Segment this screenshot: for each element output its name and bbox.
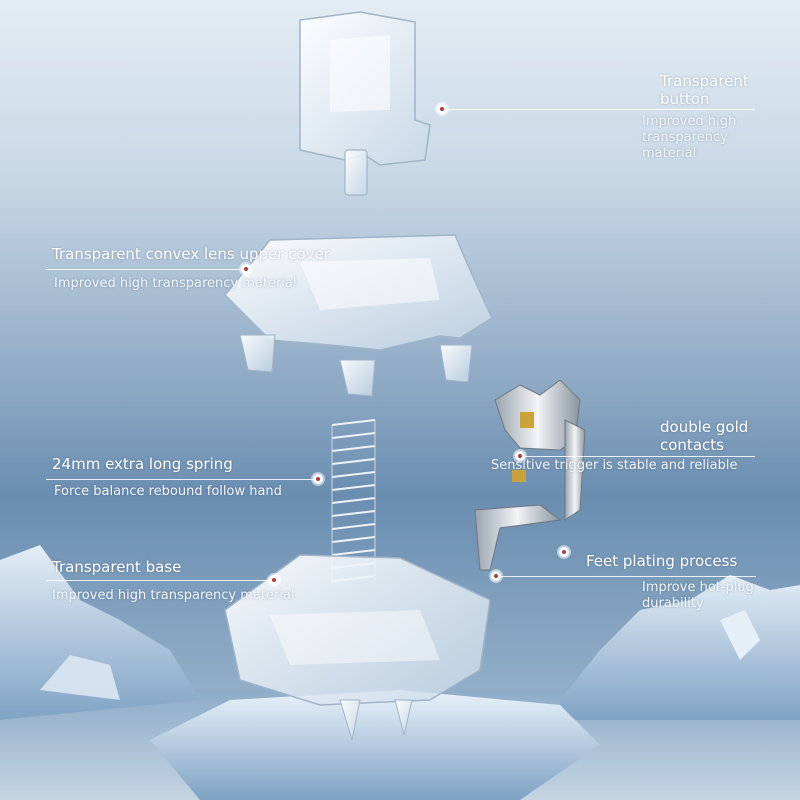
- leader-line-button: [442, 109, 755, 110]
- callout-feet-title: Feet plating process: [586, 552, 738, 570]
- callout-feet-sub-1: Improve hot-plug: [642, 580, 754, 595]
- callout-upper-cover-sub: Improved high transparency material: [54, 276, 297, 291]
- callout-spring-sub: Force balance rebound follow hand: [54, 484, 282, 499]
- leader-line-contacts: [520, 456, 755, 457]
- callout-contacts-sub: Sensitive trigger is stable and reliable: [491, 458, 738, 473]
- leader-line-upper-cover: [46, 269, 246, 270]
- marker-upper-cover: [241, 264, 251, 274]
- callout-contacts-title-1: double gold: [660, 418, 749, 436]
- callout-upper-cover-title: Transparent convex lens upper cover: [52, 245, 330, 263]
- callout-feet-sub-2: durability: [642, 596, 704, 611]
- callout-base-title: Transparent base: [52, 558, 182, 576]
- switch-stem-button: [299, 11, 431, 196]
- switch-base: [224, 554, 491, 741]
- callout-contacts-title-2: contacts: [660, 436, 724, 454]
- marker-spring: [313, 474, 323, 484]
- marker-feet: [559, 547, 569, 557]
- ice-platform: [150, 690, 600, 800]
- switch-upper-cover: [223, 234, 493, 397]
- callout-button-sub-2: transparency: [642, 130, 728, 145]
- marker-contacts: [515, 451, 525, 461]
- marker-feet-lower: [491, 571, 501, 581]
- callout-base-sub: Improved high transparency material: [52, 588, 295, 603]
- marker-base: [269, 575, 279, 585]
- callout-button-title-1: Transparent: [660, 72, 749, 90]
- leader-line-feet: [496, 576, 756, 577]
- callout-button-sub-3: material: [642, 146, 697, 161]
- leader-line-spring: [46, 479, 318, 480]
- iceberg-right: [560, 575, 800, 720]
- leader-line-base: [46, 580, 274, 581]
- iceberg-left: [0, 545, 200, 720]
- callout-button-title-2: button: [660, 90, 710, 108]
- marker-button: [437, 104, 447, 114]
- switch-metal-contacts: [474, 379, 586, 571]
- callout-button-sub-1: Improved high: [642, 114, 737, 129]
- callout-spring-title: 24mm extra long spring: [52, 455, 233, 473]
